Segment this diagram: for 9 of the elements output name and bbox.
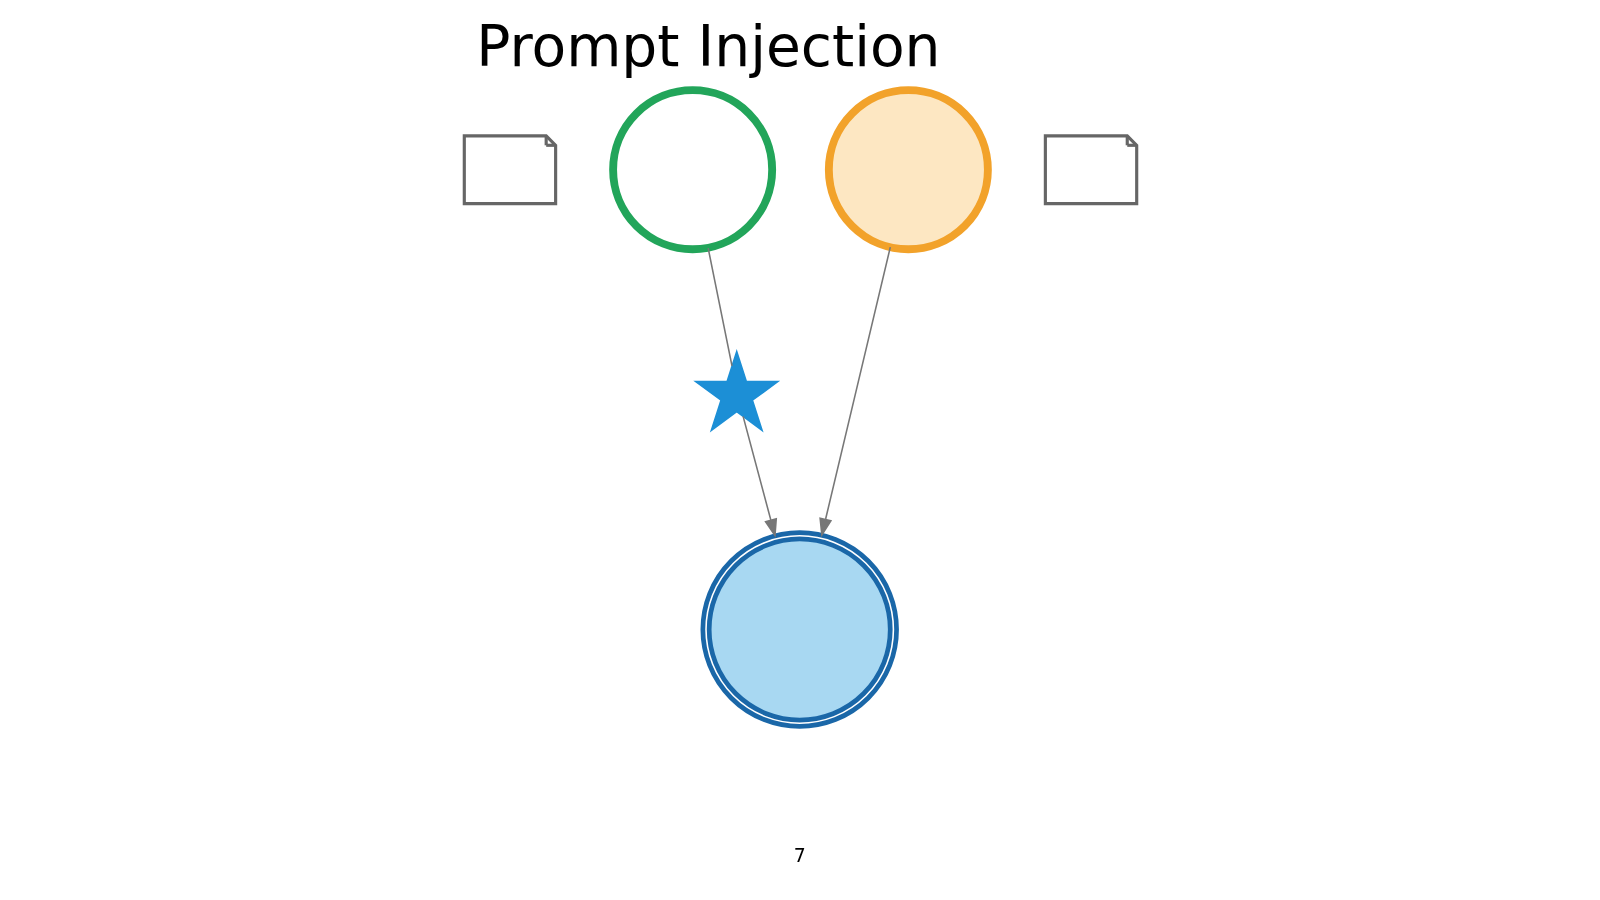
node-person — [824, 86, 992, 254]
label: 7 — [793, 843, 806, 866]
connector — [706, 247, 733, 367]
node-person — [608, 86, 776, 254]
node-star — [692, 349, 780, 433]
diagram-title: Prompt Injection — [475, 13, 941, 80]
node-circle — [700, 530, 899, 729]
arrow — [818, 246, 891, 538]
arrow — [741, 415, 777, 538]
